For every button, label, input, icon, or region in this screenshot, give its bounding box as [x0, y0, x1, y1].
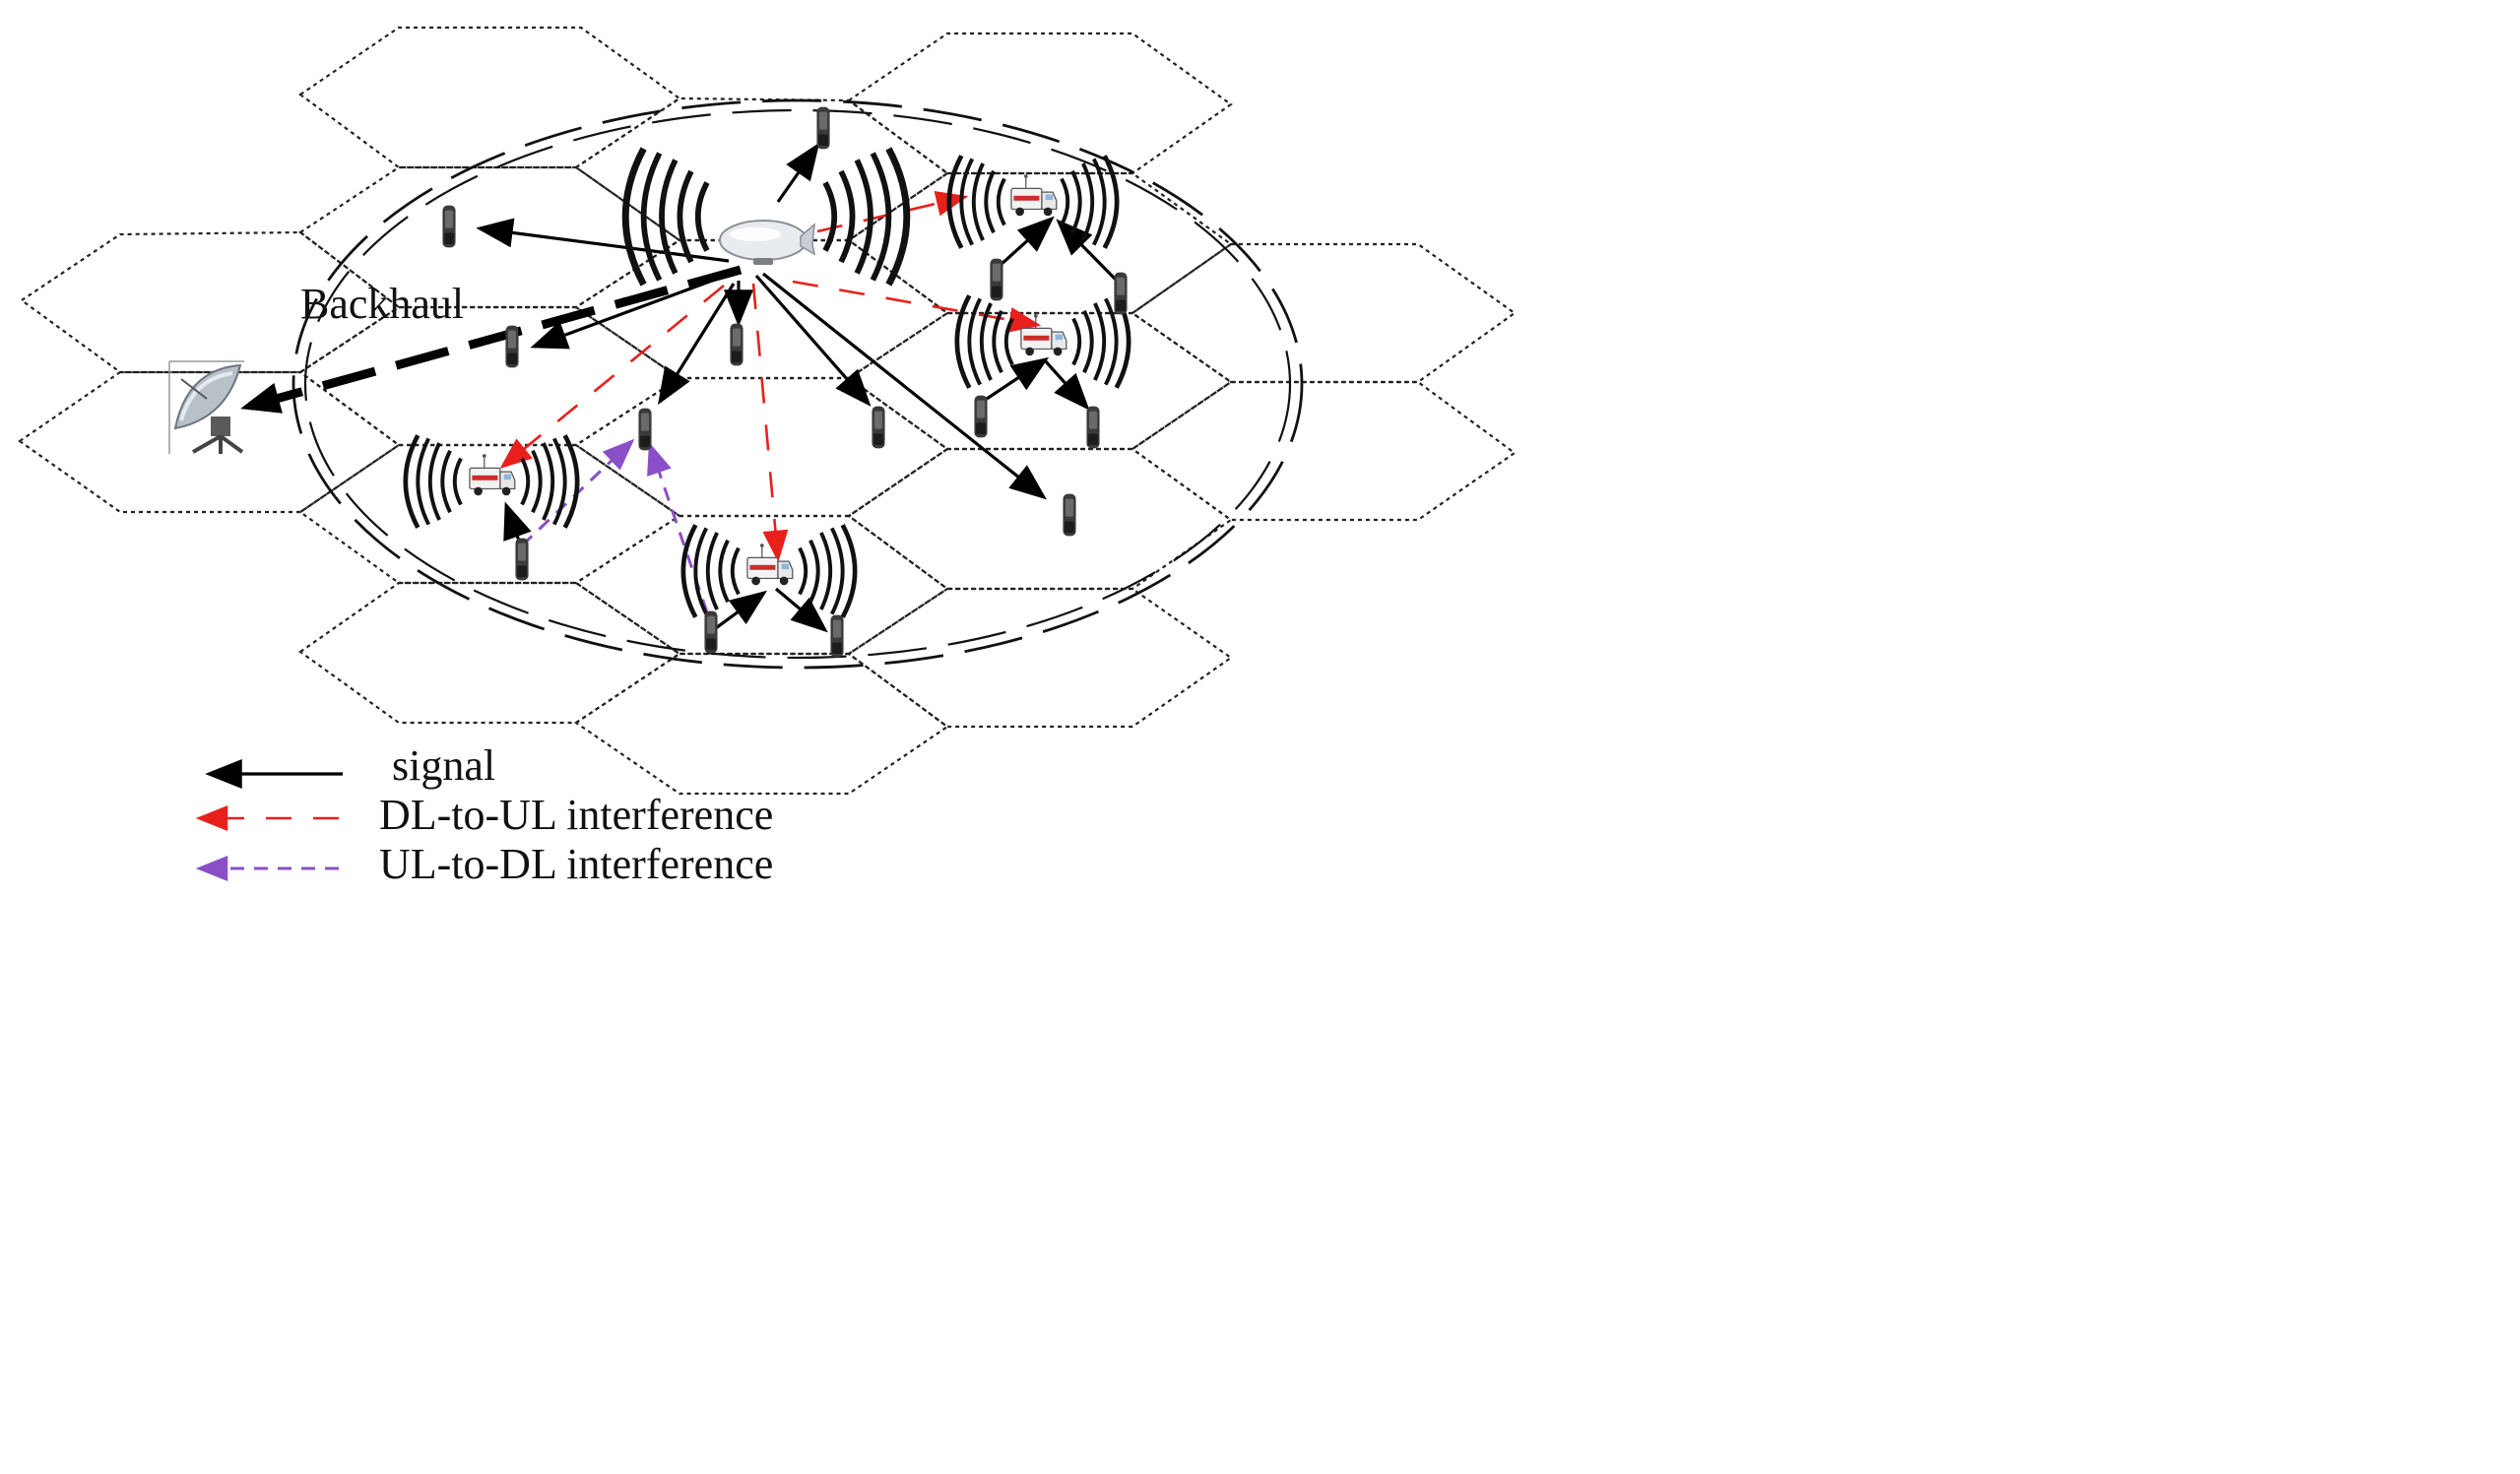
signal-arrow [708, 590, 768, 635]
mobile-phone-icon [1114, 272, 1128, 315]
radio-wave-icon [625, 149, 707, 285]
signal-arrow [998, 216, 1055, 268]
legend-item-signal: signal [205, 741, 495, 790]
signal-arrow [503, 501, 532, 545]
vehicle-cell [957, 295, 1129, 388]
legend-label: signal [392, 741, 495, 790]
radio-wave-icon [825, 149, 907, 285]
backhaul-label: Backhaul [300, 280, 464, 328]
legend: signal DL-to-UL interference UL-to-DL in… [195, 741, 773, 888]
emergency-vehicle-icon [1020, 313, 1067, 356]
coverage-area [291, 98, 1304, 670]
signal-arrow [762, 272, 1047, 500]
mobile-phone-icon [1063, 493, 1076, 537]
legend-item-dl-to-ul: DL-to-UL interference [195, 791, 773, 839]
mobile-phone-icon [974, 395, 988, 438]
hex-cell [574, 652, 949, 796]
hex-cell [1131, 242, 1517, 384]
hex-cell [18, 370, 401, 514]
hex-cell [574, 514, 949, 656]
emergency-vehicle-icon [469, 453, 516, 496]
dl-ul-arrow [499, 284, 725, 470]
hex-cell [298, 581, 681, 725]
mobile-phone-icon [505, 325, 519, 368]
signal-arrow [754, 274, 872, 407]
signal-arrow [986, 356, 1050, 401]
hex-cell [298, 26, 681, 169]
dl-ul-arrow [751, 283, 789, 563]
backhaul-link [240, 265, 743, 414]
airship-base-station [625, 149, 907, 285]
mobile-phone-icon [816, 106, 830, 150]
signal-arrow [1042, 357, 1090, 411]
mobile-phone-icon [990, 258, 1003, 301]
mobile-phone-icon [638, 408, 652, 451]
hex-cell [298, 443, 681, 585]
hex-cell [847, 311, 1233, 451]
airship-icon [719, 220, 816, 265]
emergency-vehicle-icon [1010, 173, 1058, 217]
vehicle-cell [683, 525, 855, 617]
signal-arrow [1056, 219, 1120, 284]
mobile-phone-icon [872, 406, 885, 449]
signal-arrow [658, 283, 736, 406]
hex-cell [847, 447, 1233, 591]
hex-cell [1131, 380, 1517, 522]
hexagon-cells [18, 26, 1517, 796]
mobile-phone-icon [730, 323, 743, 366]
signal-arrow [776, 142, 820, 203]
hex-cell [847, 587, 1233, 729]
legend-item-ul-to-dl: UL-to-DL interference [195, 840, 773, 888]
dl-ul-arrow [816, 190, 969, 233]
emergency-vehicle-icon [746, 543, 794, 586]
mobile-phone-icon [704, 610, 718, 654]
mobile-phone-icon [830, 614, 844, 658]
hex-cell [847, 32, 1233, 175]
vehicle-cell [406, 435, 577, 528]
legend-label: UL-to-DL interference [379, 840, 773, 888]
signal-links [476, 142, 1120, 635]
legend-label: DL-to-UL interference [379, 791, 773, 839]
hex-cell [574, 376, 949, 518]
satellite-dish-icon [168, 360, 244, 454]
mobile-phone-icon [515, 538, 529, 581]
mobile-phone-icon [442, 205, 456, 248]
signal-arrow [774, 587, 828, 633]
mobile-phone-icon [1086, 406, 1100, 449]
